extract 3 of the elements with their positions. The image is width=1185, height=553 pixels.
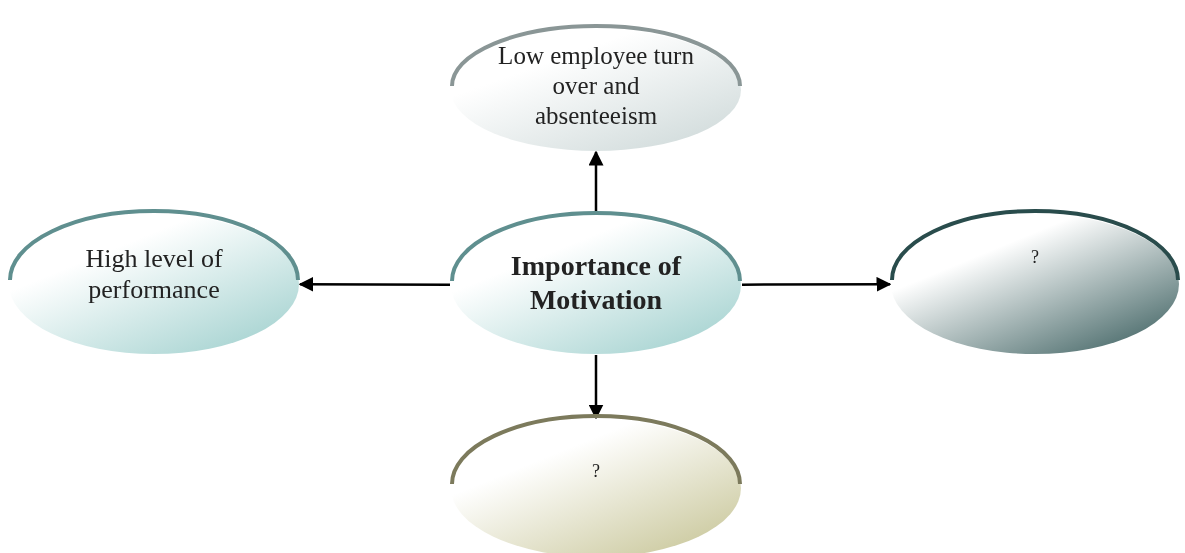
arrow	[742, 276, 892, 292]
arrow	[588, 355, 604, 420]
arrow	[298, 276, 450, 292]
